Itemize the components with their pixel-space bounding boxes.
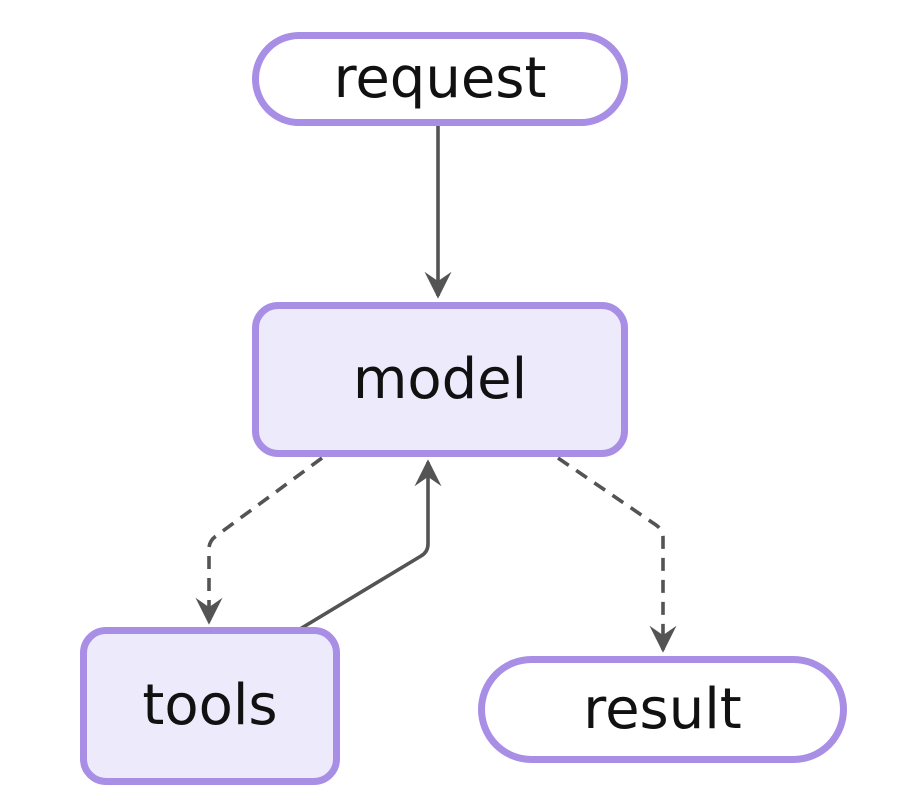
edge-model-to-result [556, 456, 677, 653]
node-request: request [252, 32, 628, 126]
node-model-label: model [352, 346, 528, 412]
node-tools: tools [80, 627, 340, 785]
node-request-label: request [333, 46, 547, 111]
node-result-label: result [583, 676, 742, 742]
node-model: model [252, 302, 628, 457]
edge-tools-to-model [299, 459, 442, 631]
node-result: result [478, 656, 847, 763]
node-tools-label: tools [142, 673, 278, 738]
edge-model-to-tools [195, 456, 324, 625]
